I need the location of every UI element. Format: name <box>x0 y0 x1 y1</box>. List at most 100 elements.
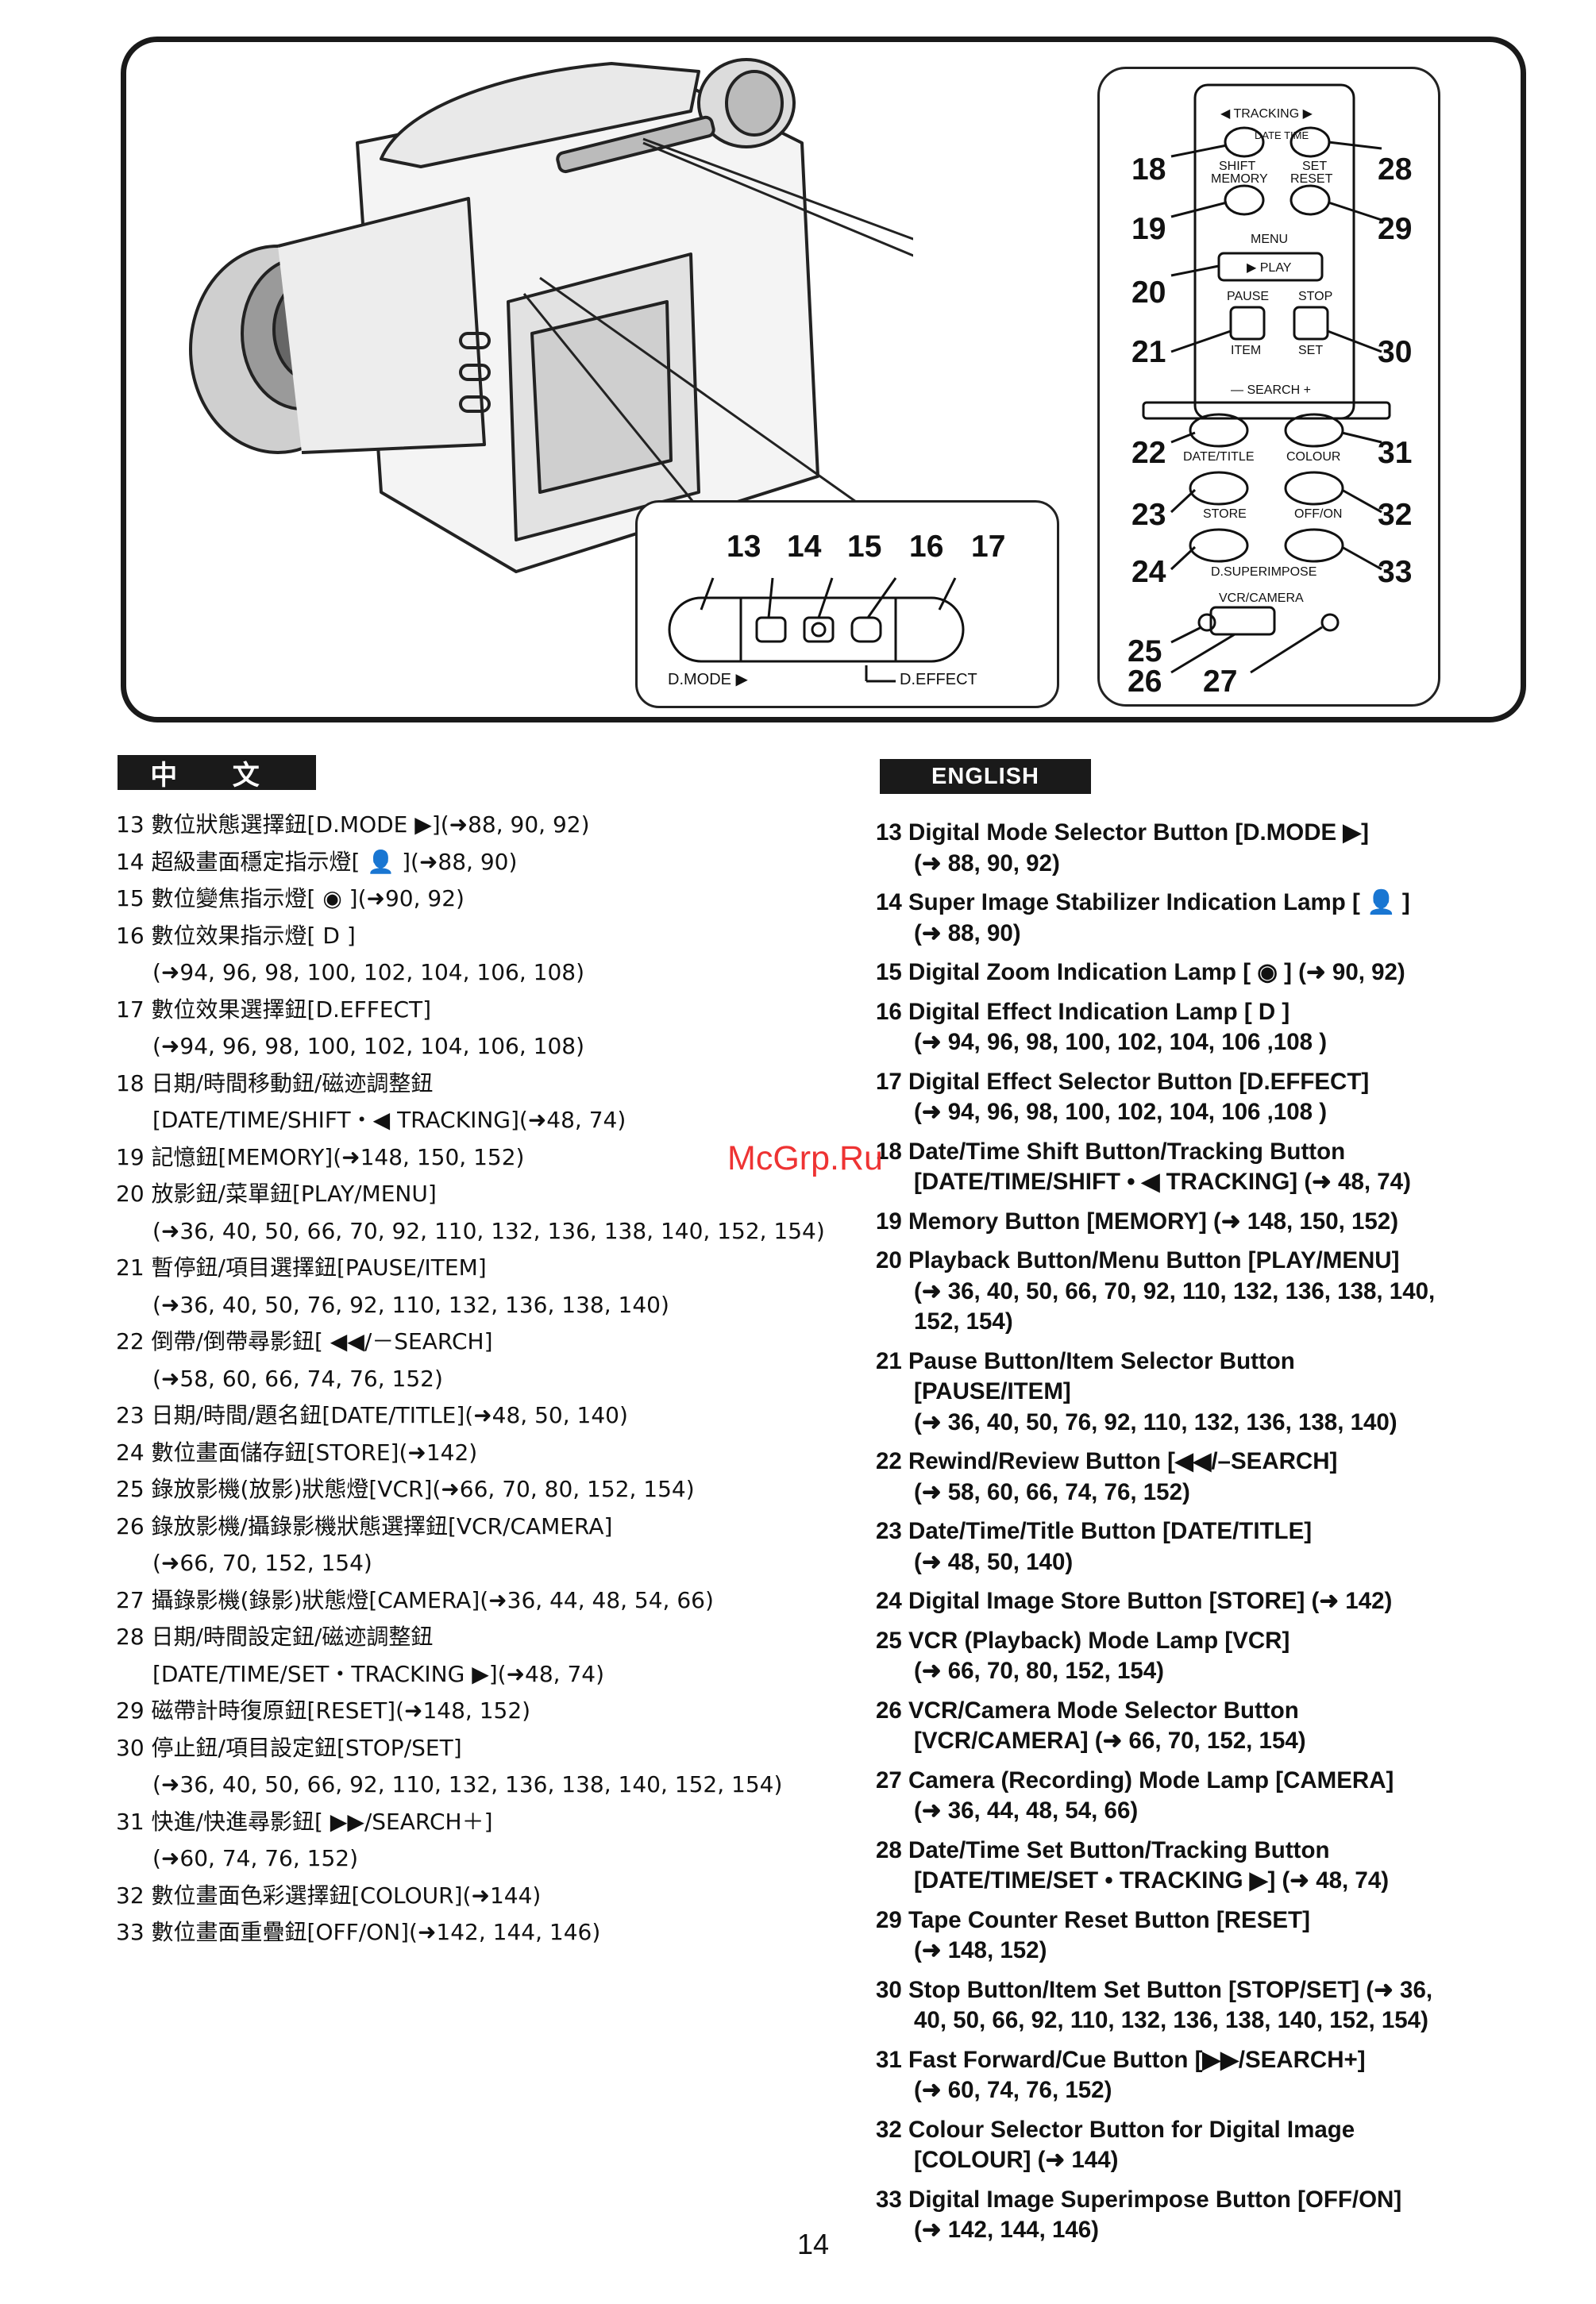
english-item-line: (➜ 66, 70, 80, 152, 154) <box>914 1658 1165 1684</box>
callout-30: 30 <box>1378 335 1413 369</box>
english-item: 20 Playback Button/Menu Button [PLAY/MEN… <box>876 1246 1511 1338</box>
english-item-line: [PAUSE/ITEM] <box>914 1378 1071 1404</box>
english-item: 23 Date/Time/Title Button [DATE/TITLE](➜… <box>876 1516 1511 1578</box>
zh-line: (➜36, 40, 50, 66, 92, 110, 132, 136, 138… <box>152 1771 783 1797</box>
callout-17: 17 <box>971 530 1006 564</box>
english-item: 31 Fast Forward/Cue Button [▶▶/SEARCH+] (… <box>876 2045 1511 2106</box>
english-item: 28 Date/Time Set Button/Tracking Button [… <box>876 1836 1511 1897</box>
english-item: 14 Super Image Stabilizer Indication Lam… <box>876 888 1511 949</box>
zh-line: 18 日期/時間移動鈕/磁迹調整鈕 <box>116 1069 434 1096</box>
english-item: 13 Digital Mode Selector Button [D.MODE … <box>876 818 1511 879</box>
english-item-line: 14 Super Image Stabilizer Indication Lam… <box>876 889 1410 915</box>
vcr-camera-label: VCR/CAMERA <box>1219 591 1304 605</box>
callout-27: 27 <box>1203 665 1238 699</box>
shift-label: SHIFT <box>1219 160 1256 173</box>
english-item-line: 17 Digital Effect Selector Button [D.EFF… <box>876 1068 1370 1095</box>
callout-19: 19 <box>1131 212 1166 246</box>
english-item-line: (➜ 148, 152) <box>914 1937 1047 1963</box>
english-item-line: 30 Stop Button/Item Set Button [STOP/SET… <box>876 1976 1433 2003</box>
zh-line: 30 停止鈕/項目設定鈕[STOP/SET] <box>116 1734 462 1761</box>
english-item-line: 27 Camera (Recording) Mode Lamp [CAMERA] <box>876 1767 1394 1793</box>
english-section-header: ENGLISH <box>880 759 1091 794</box>
zh-line: (➜58, 60, 66, 74, 76, 152) <box>152 1365 443 1392</box>
english-item-line: (➜ 36, 40, 50, 76, 92, 110, 132, 136, 13… <box>914 1408 1397 1435</box>
stop-label: STOP <box>1298 290 1333 303</box>
callout-31: 31 <box>1378 436 1413 470</box>
english-item-line: [COLOUR] (➜ 144) <box>914 2147 1119 2173</box>
english-item-line: (➜ 36, 44, 48, 54, 66) <box>914 1797 1139 1824</box>
off-on-label: OFF/ON <box>1294 507 1343 521</box>
zh-line: (➜60, 74, 76, 152) <box>152 1845 359 1871</box>
english-item: 15 Digital Zoom Indication Lamp [ ◉ ] (➜… <box>876 957 1511 988</box>
item-label: ITEM <box>1231 344 1262 357</box>
d-superimpose-label: D.SUPERIMPOSE <box>1211 565 1317 579</box>
zh-line: (➜66, 70, 152, 154) <box>152 1550 372 1576</box>
deffect-label: D.EFFECT <box>900 671 977 688</box>
english-item-line: 21 Pause Button/Item Selector Button <box>876 1347 1295 1374</box>
english-item-line: (➜ 94, 96, 98, 100, 102, 104, 106 ,108 ) <box>914 1029 1328 1055</box>
zh-line: 17 數位效果選擇鈕[D.EFFECT] <box>116 996 432 1023</box>
english-item-line: 19 Memory Button [MEMORY] (➜ 148, 150, 1… <box>876 1208 1399 1235</box>
chinese-section-header: 中 文 <box>118 755 316 791</box>
tracking-label: ◀ TRACKING ▶ <box>1220 107 1313 121</box>
zh-line: 28 日期/時間設定鈕/磁迹調整鈕 <box>116 1624 434 1650</box>
english-item: 32 Colour Selector Button for Digital Im… <box>876 2115 1511 2176</box>
callout-25: 25 <box>1128 634 1162 668</box>
zh-line: 29 磁帶計時復原鈕[RESET](➜148, 152) <box>116 1697 531 1724</box>
english-item-line: 31 Fast Forward/Cue Button [▶▶/SEARCH+] <box>876 2046 1366 2073</box>
callout-14: 14 <box>787 530 822 564</box>
zh-line: 27 攝錄影機(錄影)狀態燈[CAMERA](➜36, 44, 48, 54, … <box>116 1586 714 1613</box>
english-item: 33 Digital Image Superimpose Button [OFF… <box>876 2185 1511 2246</box>
menu-label: MENU <box>1251 233 1289 246</box>
zh-line: (➜94, 96, 98, 100, 102, 104, 106, 108) <box>152 1033 585 1059</box>
english-item: 26 VCR/Camera Mode Selector Button[VCR/C… <box>876 1696 1511 1757</box>
callout-15: 15 <box>847 530 882 564</box>
english-item-line: (➜ 88, 90, 92) <box>914 850 1060 877</box>
callout-22: 22 <box>1131 436 1166 470</box>
english-item-line: [DATE/TIME/SHIFT • ◀ TRACKING] (➜ 48, 74… <box>914 1169 1411 1195</box>
control-panel-drawing <box>1142 83 1391 674</box>
zh-line: 14 超級畫面穩定指示燈[ 👤 ](➜88, 90) <box>116 848 518 875</box>
english-item-line: 25 VCR (Playback) Mode Lamp [VCR] <box>876 1627 1290 1654</box>
colour-label: COLOUR <box>1286 450 1341 464</box>
english-item-line: (➜ 36, 40, 50, 66, 70, 92, 110, 132, 136… <box>914 1277 1436 1304</box>
english-item: 29 Tape Counter Reset Button [RESET] (➜ 1… <box>876 1905 1511 1967</box>
date-time-label: DATE TIME <box>1255 129 1309 141</box>
zh-line: [DATE/TIME/SET・TRACKING ▶](➜48, 74) <box>152 1660 605 1687</box>
callout-28: 28 <box>1378 152 1413 187</box>
zh-line: (➜94, 96, 98, 100, 102, 104, 106, 108) <box>152 959 585 985</box>
zh-line: 13 數位狀態選擇鈕[D.MODE ▶](➜88, 90, 92) <box>116 811 590 838</box>
english-item-line: 28 Date/Time Set Button/Tracking Button <box>876 1836 1330 1863</box>
english-item-line: 40, 50, 66, 92, 110, 132, 136, 138, 140,… <box>914 2007 1428 2033</box>
pause-label: PAUSE <box>1227 290 1270 303</box>
zh-line: 32 數位畫面色彩選擇鈕[COLOUR](➜144) <box>116 1882 542 1909</box>
chinese-item-list: 13 數位狀態選擇鈕[D.MODE ▶](➜88, 90, 92) 14 超級畫… <box>116 807 831 1951</box>
reset-label: RESET <box>1290 172 1333 186</box>
english-item-line: 22 Rewind/Review Button [◀◀/–SEARCH] <box>876 1448 1338 1474</box>
control-panel-inset: ◀ TRACKING ▶ DATE TIME SHIFT SET MEMORY … <box>1097 67 1440 707</box>
set-label: SET <box>1302 160 1328 173</box>
dmode-label: D.MODE ▶ <box>668 671 748 688</box>
callout-33: 33 <box>1378 555 1413 589</box>
mode-selector-drawing <box>668 577 965 683</box>
english-item: 17 Digital Effect Selector Button [D.EFF… <box>876 1067 1511 1128</box>
english-item: 25 VCR (Playback) Mode Lamp [VCR] (➜ 66, … <box>876 1626 1511 1687</box>
english-item-line: [DATE/TIME/SET • TRACKING ▶] (➜ 48, 74) <box>914 1867 1390 1894</box>
english-item-line: 20 Playback Button/Menu Button [PLAY/MEN… <box>876 1247 1400 1273</box>
english-item-line: 29 Tape Counter Reset Button [RESET] <box>876 1906 1310 1933</box>
zh-line: 26 錄放影機/攝錄影機狀態選擇鈕[VCR/CAMERA] <box>116 1512 613 1539</box>
english-item-line: 26 VCR/Camera Mode Selector Button <box>876 1697 1299 1724</box>
zh-line: 19 記憶鈕[MEMORY](➜148, 150, 152) <box>116 1143 525 1170</box>
english-item-line: (➜ 94, 96, 98, 100, 102, 104, 106 ,108 ) <box>914 1099 1328 1125</box>
camcorder-illustration <box>189 58 913 573</box>
english-item-line: (➜ 60, 74, 76, 152) <box>914 2077 1112 2103</box>
watermark: McGrp.Ru <box>727 1139 883 1177</box>
mode-selector-inset: 13 14 15 16 17 D.MODE ▶ D.EFFECT <box>635 500 1059 708</box>
english-item: 16 Digital Effect Indication Lamp [ D ](… <box>876 997 1511 1058</box>
english-item: 30 Stop Button/Item Set Button [STOP/SET… <box>876 1975 1511 2036</box>
zh-line: 22 倒帶/倒帶尋影鈕[ ◀◀/－SEARCH] <box>116 1328 493 1354</box>
callout-21: 21 <box>1131 335 1166 369</box>
callout-23: 23 <box>1131 498 1166 532</box>
english-item: 27 Camera (Recording) Mode Lamp [CAMERA]… <box>876 1766 1511 1827</box>
english-item-line: 15 Digital Zoom Indication Lamp [ ◉ ] (➜… <box>876 959 1405 985</box>
